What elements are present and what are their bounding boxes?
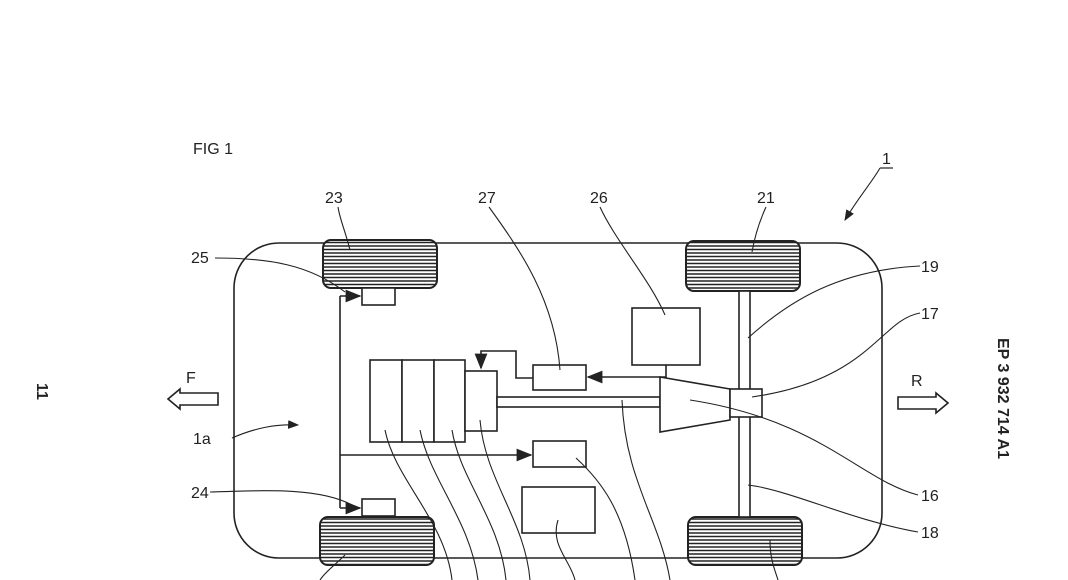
ref-21: 21 [757,190,775,207]
front-arrow-icon [166,387,219,411]
battery-cell-3 [433,359,466,443]
rear-arrow-icon [897,391,950,415]
figure-title: FIG 1 [193,141,233,158]
unit-26 [631,307,701,366]
vehicle-body [233,242,883,559]
ref-17: 17 [921,306,939,323]
actuator-24 [361,498,396,517]
actuator-25 [361,287,396,306]
ref-1a: 1a [193,431,211,448]
battery-cell-1 [369,359,403,443]
ref-23: 23 [325,190,343,207]
unit-box-lower [532,440,587,468]
motor [464,370,498,432]
ref-24: 24 [191,485,209,502]
front-label: F [186,370,196,387]
wheel-front-top [322,239,438,289]
rear-label: R [911,373,923,390]
wheel-rear-bottom [687,516,803,566]
ref-18: 18 [921,525,939,542]
wheel-rear-top [685,240,801,292]
ref-16: 16 [921,488,939,505]
unit-box-bottom [521,486,596,534]
ref-19: 19 [921,259,939,276]
gearbox-16 [659,376,731,433]
publication-number: EP 3 932 714 A1 [994,338,1011,459]
ref-1: 1 [882,151,891,168]
battery-cell-2 [401,359,435,443]
ref-27: 27 [478,190,496,207]
drive-shaft [496,396,661,408]
ref-26: 26 [590,190,608,207]
wheel-front-bottom [319,516,435,566]
ref-25: 25 [191,250,209,267]
page-number: 11 [33,383,50,400]
